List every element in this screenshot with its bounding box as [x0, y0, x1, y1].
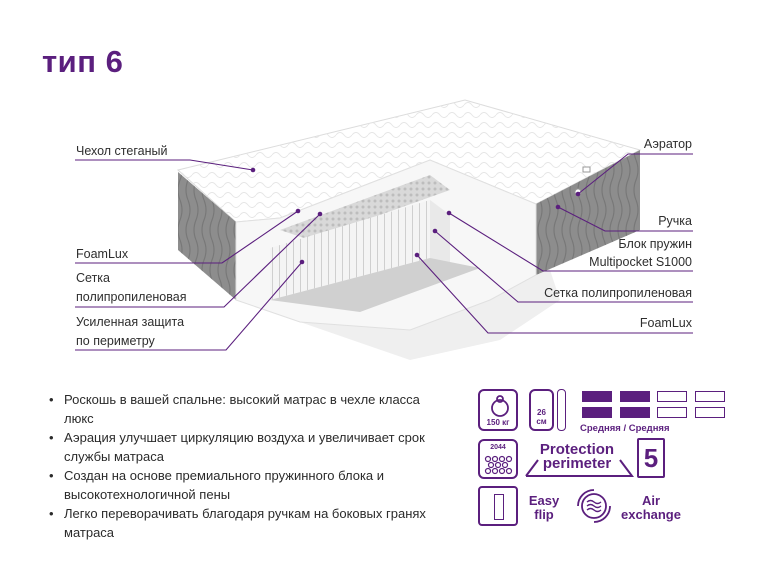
firmness-bar-empty: [657, 391, 687, 402]
label-foamlux-top: FoamLux: [76, 247, 129, 261]
feature-item: •Роскошь в вашей спальне: высокий матрас…: [49, 392, 420, 426]
firmness-bar-filled: [582, 391, 612, 402]
feature-list: •Роскошь в вашей спальне: высокий матрас…: [48, 390, 448, 542]
easy-flip-icon: [478, 486, 518, 526]
height-unit: см: [536, 417, 547, 426]
label-mesh-left-line1: Сетка: [76, 271, 110, 285]
firmness-label: Средняя / Средняя: [580, 423, 670, 434]
firmness-bar-filled: [582, 407, 612, 418]
label-foamlux-bottom: FoamLux: [639, 316, 692, 330]
label-perimeter-line2: по периметру: [76, 334, 155, 348]
air-exchange-icon: [577, 489, 611, 523]
height-value: 26: [537, 408, 546, 417]
label-aerator: Аэратор: [643, 137, 692, 151]
feature-item: •Аэрация улучшает циркуляцию воздуха и у…: [49, 430, 425, 464]
mattress-diagram: [75, 99, 693, 360]
ruler-icon: [557, 389, 566, 431]
label-perimeter-line1: Усиленная защита: [76, 315, 185, 329]
warranty-years: 5: [643, 443, 659, 473]
firmness-bar-empty: [695, 391, 725, 402]
firmness-bar-empty: [695, 407, 725, 418]
weight-icon: 150 кг: [478, 389, 518, 431]
feature-item: •Легко переворачивать благодаря ручкам н…: [49, 506, 426, 540]
spring-count-value: 2044: [490, 444, 506, 451]
firmness-bar-empty: [657, 407, 687, 418]
height-icon: 26 см: [529, 389, 554, 431]
page-title: тип 6: [42, 44, 124, 79]
label-cover: Чехол стеганый: [76, 144, 168, 158]
firmness-bar-filled: [620, 391, 650, 402]
label-mesh-right: Сетка полипропиленовая: [544, 286, 692, 300]
spring-count-icon: 2044: [478, 439, 518, 479]
firmness-bar-filled: [620, 407, 650, 418]
label-spring-block-line1: Блок пружин: [618, 237, 692, 251]
label-mesh-left-line2: полипропиленовая: [76, 290, 187, 304]
max-weight-value: 150 кг: [486, 418, 510, 427]
easy-flip-line1: Easy: [528, 493, 560, 508]
feature-item: •Создан на основе премиального пружинног…: [49, 468, 385, 502]
easy-flip-line2: flip: [534, 507, 554, 522]
label-spring-block-line2: Multipocket S1000: [589, 255, 692, 269]
label-handle: Ручка: [658, 214, 692, 228]
air-exchange-line2: exchange: [621, 507, 681, 522]
warranty-icon: 5: [637, 438, 665, 478]
air-exchange-line1: Air: [641, 493, 661, 508]
